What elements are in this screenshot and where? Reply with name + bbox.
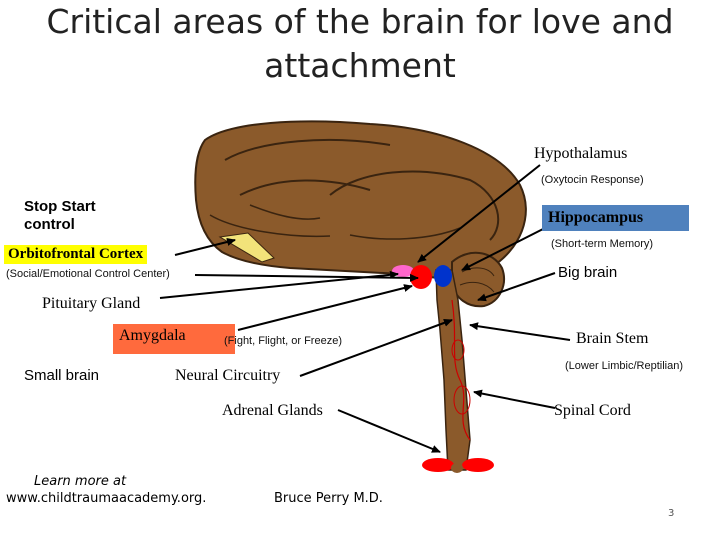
arrow-hippocampus <box>461 227 546 271</box>
arrow-big-brain <box>477 272 556 302</box>
label-social-emotional: (Social/Emotional Control Center) <box>6 268 170 280</box>
label-oxytocin: (Oxytocin Response) <box>541 174 644 186</box>
label-pituitary: Pituitary Gland <box>42 295 141 312</box>
arrow-neural <box>299 319 453 377</box>
page-number: 3 <box>668 508 675 519</box>
label-big-brain: Big brain <box>558 264 618 281</box>
arrow-pituitary <box>159 270 399 299</box>
label-stop-start: Stop Start control <box>24 198 96 233</box>
learn-more-text: Learn more at <box>34 474 127 489</box>
arrow-social <box>194 273 419 282</box>
arrow-hypothalamus <box>417 164 541 263</box>
label-lower-limbic: (Lower Limbic/Reptilian) <box>565 360 683 372</box>
label-amygdala: Amygdala <box>113 324 235 354</box>
label-fight-flight: (Fight, Flight, or Freeze) <box>224 335 342 347</box>
label-small-brain: Small brain <box>24 367 100 384</box>
label-hippocampus: Hippocampus <box>542 205 689 231</box>
arrow-orbitofrontal <box>174 238 236 256</box>
label-orbitofrontal: Orbitofrontal Cortex <box>4 245 148 264</box>
hippocampus-shape <box>434 265 452 287</box>
adrenal-left-shape <box>422 458 454 472</box>
website-link[interactable]: www.childtraumaacademy.org. <box>6 491 207 506</box>
slide-title: Critical areas of the brain for love and… <box>46 2 674 85</box>
label-spinal: Spinal Cord <box>554 402 631 419</box>
author-text: Bruce Perry M.D. <box>274 491 383 506</box>
label-hypothalamus: Hypothalamus <box>534 145 628 162</box>
label-neural: Neural Circuitry <box>175 367 281 384</box>
label-brain-stem: Brain Stem <box>576 330 649 347</box>
arrow-brain-stem <box>469 322 571 341</box>
label-adrenal: Adrenal Glands <box>222 402 323 419</box>
hypothalamus-shape <box>410 265 432 289</box>
arrow-spinal <box>473 389 556 409</box>
label-short-term: (Short-term Memory) <box>551 238 654 250</box>
adrenal-right-shape <box>462 458 494 472</box>
arrow-amygdala <box>237 284 413 331</box>
arrow-adrenal <box>337 409 441 453</box>
